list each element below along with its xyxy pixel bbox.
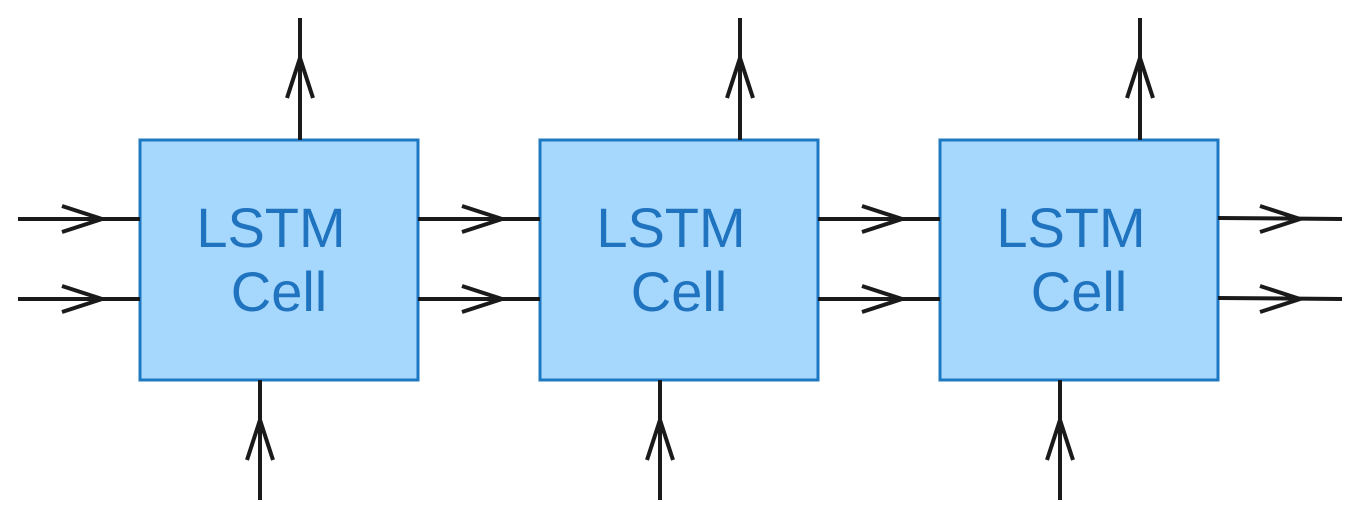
state-arrow-2-3-bottom: [818, 284, 940, 314]
arrow-right-icon: [61, 204, 109, 234]
lstm-cell-1: LSTM Cell: [138, 138, 420, 382]
arrow-right-icon: [1259, 284, 1307, 314]
lstm-cell-1-box: [138, 138, 420, 382]
arrow-up-icon: [1045, 413, 1075, 461]
lstm-cell-3-box: [938, 138, 1220, 382]
arrow-up-icon: [645, 413, 675, 461]
arrow-right-icon: [61, 284, 109, 314]
outgoing-state-arrow-top: [1217, 204, 1343, 234]
input-arrow-3: [1045, 380, 1075, 500]
incoming-state-arrow-top: [18, 204, 140, 234]
arrow-up-icon: [245, 413, 275, 461]
lstm-cell-1-label-line2: Cell: [231, 260, 327, 323]
outgoing-state-arrow-bottom: [1217, 284, 1343, 314]
input-arrow-1: [245, 380, 275, 500]
output-arrow-1: [285, 18, 315, 140]
arrow-up-icon: [725, 51, 755, 99]
arrow-up-icon: [1125, 51, 1155, 99]
arrow-right-icon: [861, 284, 909, 314]
output-arrow-2: [725, 18, 755, 140]
output-arrow-3: [1125, 18, 1155, 140]
lstm-cell-3: LSTM Cell: [938, 138, 1220, 382]
lstm-cell-2-label-line1: LSTM: [596, 196, 745, 259]
arrow-up-icon: [285, 51, 315, 99]
lstm-cell-2-box: [538, 138, 820, 382]
arrow-right-icon: [1259, 204, 1307, 234]
arrow-right-icon: [461, 204, 509, 234]
input-arrow-2: [645, 380, 675, 500]
incoming-state-arrow-bottom: [18, 284, 140, 314]
state-arrow-2-3-top: [818, 204, 940, 234]
lstm-cell-2: LSTM Cell: [538, 138, 820, 382]
lstm-cell-3-label-line1: LSTM: [996, 196, 1145, 259]
arrow-right-icon: [461, 284, 509, 314]
lstm-cell-1-label-line1: LSTM: [196, 196, 345, 259]
state-arrow-1-2-top: [418, 204, 540, 234]
state-arrow-1-2-bottom: [418, 284, 540, 314]
arrow-right-icon: [861, 204, 909, 234]
lstm-cell-3-label-line2: Cell: [1031, 260, 1127, 323]
lstm-cell-2-label-line2: Cell: [631, 260, 727, 323]
